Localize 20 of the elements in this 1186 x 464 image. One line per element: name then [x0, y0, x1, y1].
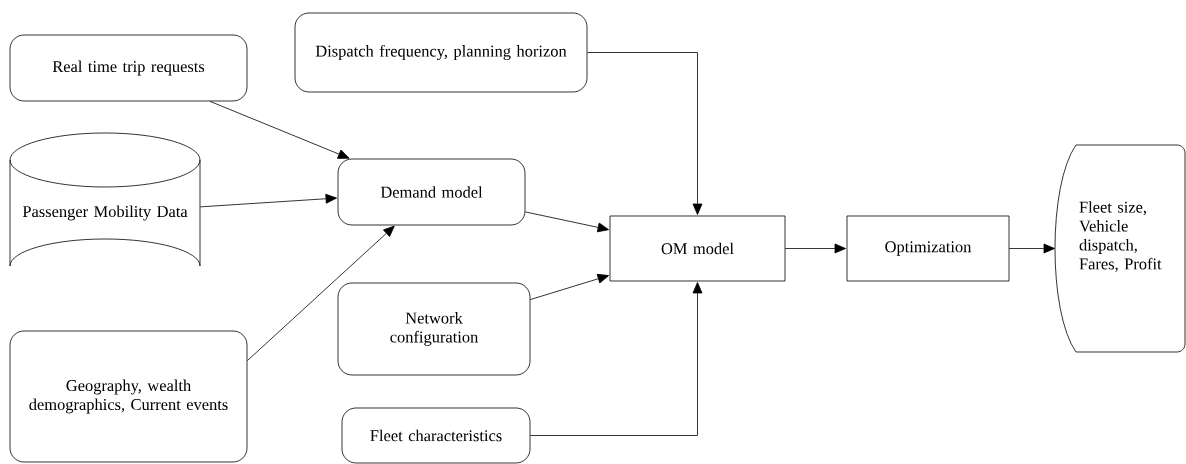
- process-box: Dispatch frequency, planning horizon: [294, 12, 588, 93]
- process-box: Geography, wealth demographics, Current events: [9, 330, 248, 463]
- arrow: [200, 193, 337, 208]
- process-box: OM model: [609, 215, 786, 282]
- arrow: [525, 211, 609, 233]
- arrow: [1009, 243, 1055, 254]
- process-box: Fleet characteristics: [341, 407, 531, 464]
- node-label: Passenger Mobility Data: [22, 205, 188, 221]
- arrow: [785, 243, 846, 254]
- process-box: Demand model: [337, 158, 526, 226]
- database-cylinder: Passenger Mobility Data: [9, 132, 201, 267]
- arrow: [209, 101, 350, 159]
- output-box: Fleet size, Vehicle dispatch, Fares, Profit: [1054, 144, 1186, 353]
- process-box: Optimization: [846, 215, 1010, 282]
- arrow: [247, 225, 395, 361]
- arrow: [530, 273, 609, 300]
- arrow: [587, 52, 703, 215]
- process-box: Network configuration: [337, 282, 531, 376]
- process-box: Real time trip requests: [9, 34, 248, 102]
- arrow: [530, 282, 703, 436]
